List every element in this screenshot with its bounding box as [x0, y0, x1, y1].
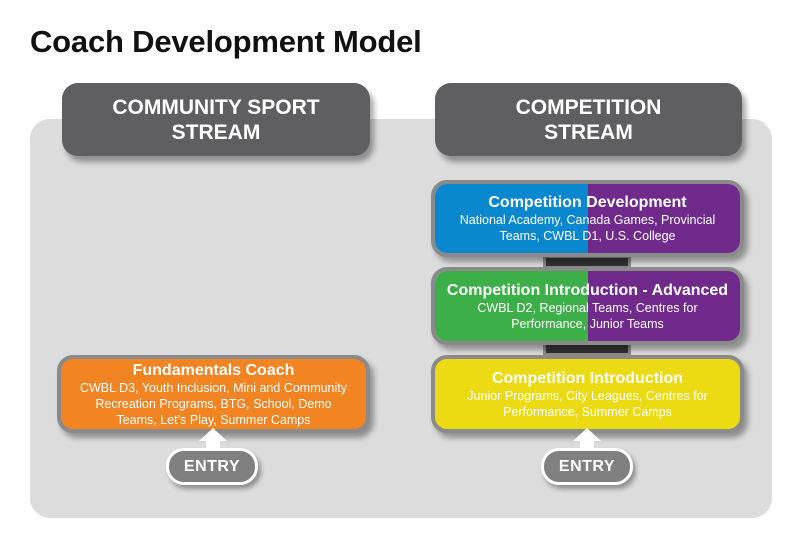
- up-arrow-stem: [206, 440, 220, 449]
- competition-development-box: Competition Development National Academy…: [431, 180, 744, 257]
- level-description: CWBL D3, Youth Inclusion, Mini and Commu…: [79, 380, 348, 427]
- level-description: CWBL D2, Regional Teams, Centres for Per…: [477, 300, 698, 331]
- competition-entry-button[interactable]: ENTRY: [541, 448, 633, 485]
- community-entry-button[interactable]: ENTRY: [166, 448, 258, 485]
- level-connector: [543, 255, 631, 269]
- header-line-2: STREAM: [544, 120, 633, 144]
- competition-introduction-advanced-box: Competition Introduction - Advanced CWBL…: [431, 267, 744, 345]
- competition-stream-header: COMPETITION STREAM: [435, 83, 742, 156]
- competition-introduction-box: Competition Introduction Junior Programs…: [431, 355, 744, 433]
- fundamentals-coach-box: Fundamentals Coach CWBL D3, Youth Inclus…: [57, 355, 370, 433]
- level-description: Junior Programs, City Leagues, Centres f…: [467, 388, 708, 419]
- header-line-1: COMMUNITY SPORT: [112, 95, 320, 119]
- header-line-1: COMPETITION: [515, 95, 662, 119]
- level-title: Competition Development: [488, 194, 687, 211]
- up-arrow-icon: [199, 428, 227, 441]
- level-title: Competition Introduction - Advanced: [446, 281, 729, 299]
- header-line-2: STREAM: [171, 120, 261, 144]
- up-arrow-icon: [573, 428, 601, 441]
- level-title: Fundamentals Coach: [132, 361, 295, 379]
- community-sport-stream-header: COMMUNITY SPORT STREAM: [62, 83, 370, 156]
- up-arrow-stem: [580, 440, 594, 449]
- level-description: National Academy, Canada Games, Provinci…: [459, 213, 716, 243]
- level-title: Competition Introduction: [491, 369, 684, 387]
- page-title: Coach Development Model: [30, 24, 422, 59]
- level-connector: [543, 342, 631, 356]
